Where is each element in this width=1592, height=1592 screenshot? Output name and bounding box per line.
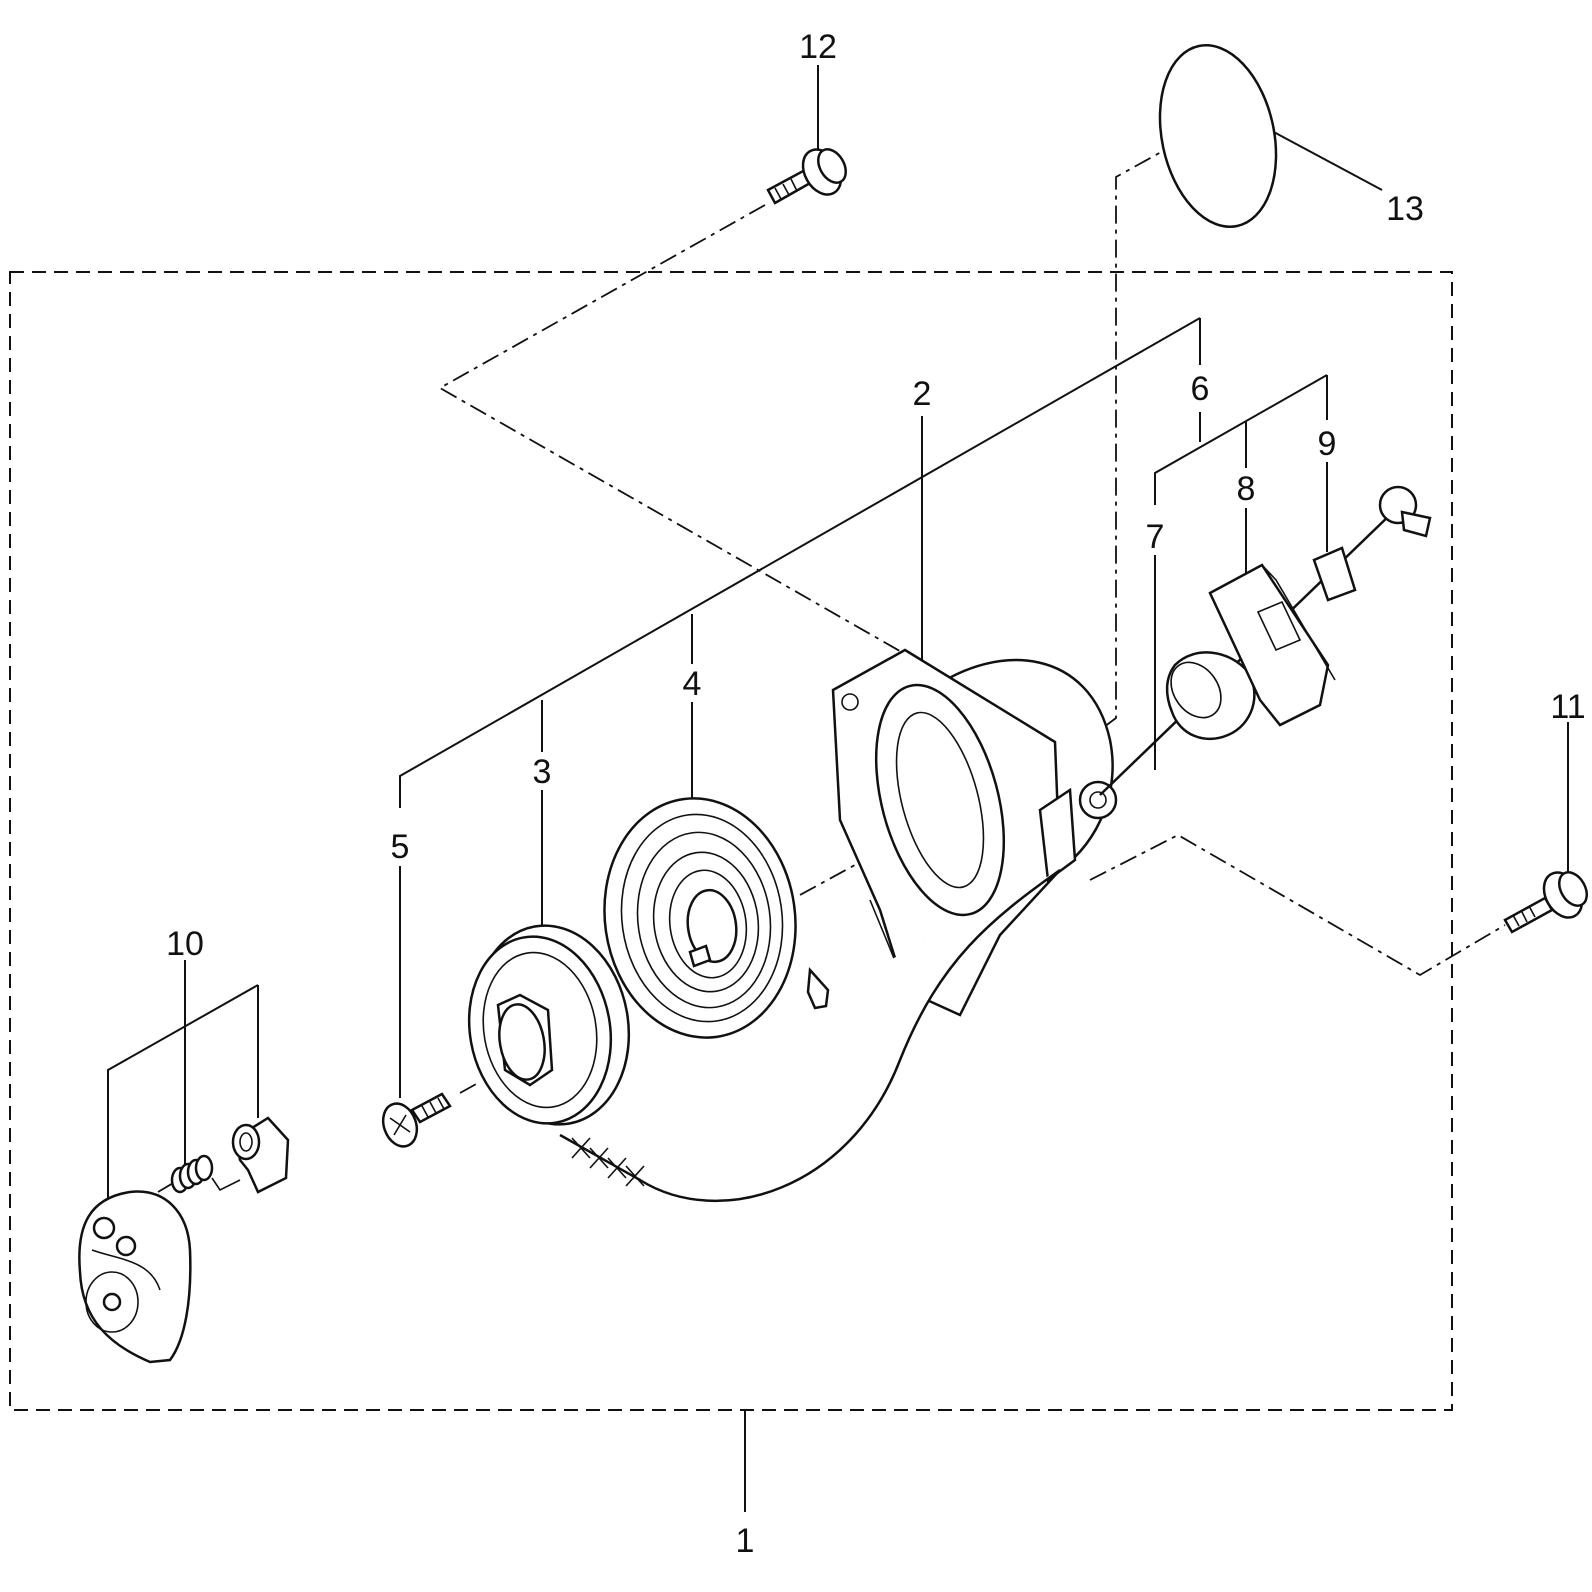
part-9-rope-clip bbox=[1312, 485, 1432, 602]
callout-2: 2 bbox=[913, 375, 932, 413]
callout-6: 6 bbox=[1191, 370, 1210, 408]
part-5-screw bbox=[381, 1092, 452, 1148]
callout-4: 4 bbox=[683, 665, 702, 703]
part-8-starter-handle bbox=[1208, 563, 1336, 727]
part-12-flange-bolt bbox=[766, 148, 847, 205]
callout-7: 7 bbox=[1146, 518, 1165, 556]
part-13-label-disc bbox=[1158, 44, 1278, 228]
callout-10: 10 bbox=[166, 925, 204, 963]
callout-8: 8 bbox=[1237, 470, 1256, 508]
part-4-recoil-spring bbox=[603, 797, 830, 1039]
callout-11: 11 bbox=[1550, 688, 1585, 726]
callout-9: 9 bbox=[1318, 425, 1337, 463]
callout-1: 1 bbox=[736, 1522, 755, 1560]
assembly-boundary bbox=[9, 271, 1453, 1411]
part-ratchet-pawl bbox=[211, 1116, 290, 1194]
part-2-starter-case bbox=[831, 648, 1118, 1017]
part-10-spring bbox=[170, 1154, 214, 1194]
rope-crosshatch bbox=[571, 1137, 645, 1187]
callout-5: 5 bbox=[391, 828, 410, 866]
part-3-pulley bbox=[467, 924, 631, 1126]
callout-labels: 1 2 3 4 5 6 7 8 9 10 11 12 13 bbox=[166, 28, 1586, 1560]
callout-13: 13 bbox=[1386, 190, 1424, 228]
starter-rope bbox=[559, 868, 1061, 1202]
leader-lines bbox=[107, 65, 1569, 1512]
callout-3: 3 bbox=[533, 753, 552, 791]
part-11-flange-bolt bbox=[1503, 871, 1588, 934]
part-starter-cover-plate bbox=[78, 1190, 192, 1364]
callout-12: 12 bbox=[799, 28, 837, 66]
